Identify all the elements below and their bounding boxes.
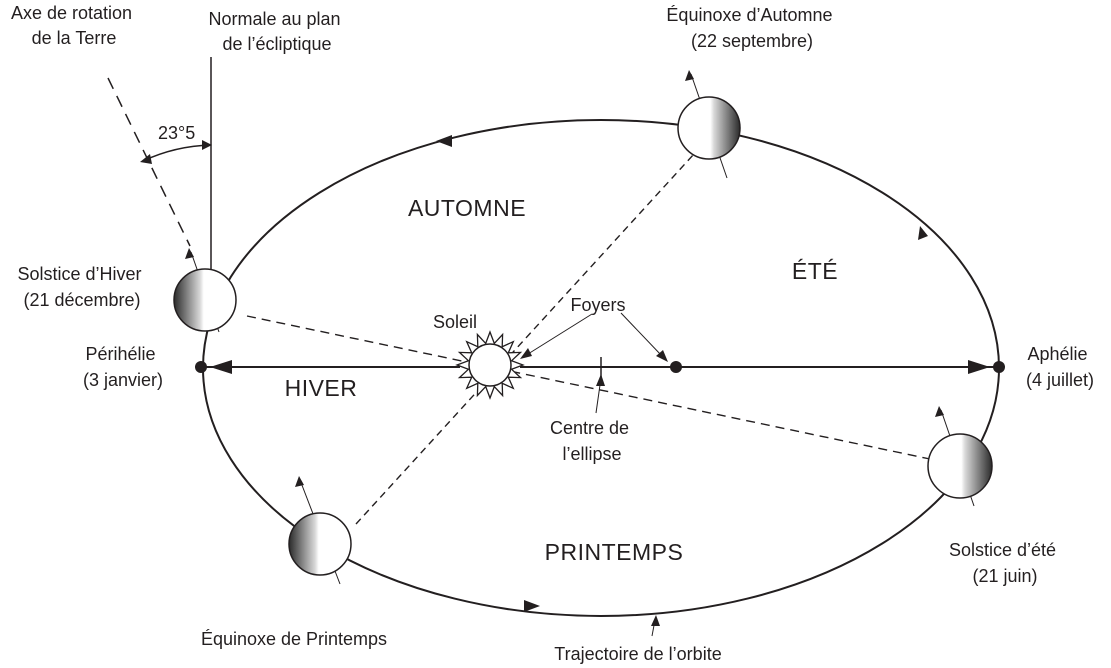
ecliptic-normal-label: Normale au plan de l’écliptique	[208, 9, 345, 54]
aphelion-label: Aphélie (4 juillet)	[1026, 344, 1094, 390]
second-focus-dot	[670, 361, 682, 373]
ellipse-center-label: Centre de l’ellipse	[550, 418, 634, 464]
season-winter-label: HIVER	[285, 375, 358, 401]
winter-solstice-label: Solstice d’Hiver (21 décembre)	[17, 264, 146, 310]
spring-equinox-label: Équinoxe de Printemps	[201, 629, 387, 649]
sun-disc	[468, 343, 512, 387]
season-autumn-label: AUTOMNE	[408, 195, 526, 221]
foci-pointer-to-sun-head	[520, 348, 532, 359]
foci-label: Foyers	[570, 295, 625, 315]
earth-axis-dashed	[107, 77, 191, 247]
orbit-arrow-bottom	[524, 600, 540, 612]
foci-pointer-to-focus-head	[656, 350, 668, 362]
tilt-angle-label: 23°5	[158, 123, 195, 143]
aphelion-dot	[993, 361, 1005, 373]
autumn-equinox-label: Équinoxe d’Automne (22 septembre)	[666, 5, 837, 51]
foci-pointer-to-sun	[527, 313, 593, 355]
earth-autumn-equinox	[677, 70, 741, 179]
earth-summer-solstice	[927, 406, 993, 507]
summer-solstice-label: Solstice d’été (21 juin)	[949, 540, 1061, 586]
center-pointer-head	[596, 374, 605, 386]
earth-winter-solstice	[173, 248, 237, 333]
perihelion-dot	[195, 361, 207, 373]
angle-arrowhead-right	[202, 140, 212, 150]
orbit-arrow-right	[918, 226, 928, 240]
season-summer-label: ÉTÉ	[792, 258, 838, 284]
foci-pointer-to-focus	[620, 312, 663, 357]
sun-label: Soleil	[433, 312, 477, 332]
orbit-path-label: Trajectoire de l’orbite	[554, 644, 721, 664]
aphelion-arrowhead	[968, 360, 990, 374]
solstice-line	[246, 315, 931, 460]
season-spring-label: PRINTEMPS	[545, 539, 684, 565]
axis-rotation-label: Axe de rotation de la Terre	[11, 3, 137, 48]
perihelion-arrowhead	[210, 360, 232, 374]
orbit-pointer-head	[651, 615, 660, 626]
earth-spring-equinox	[288, 476, 352, 585]
perihelion-label: Périhélie (3 janvier)	[83, 344, 163, 390]
orbit-arrow-top	[436, 135, 452, 147]
angle-arrowhead-left	[140, 154, 152, 164]
angle-arc	[142, 144, 212, 162]
